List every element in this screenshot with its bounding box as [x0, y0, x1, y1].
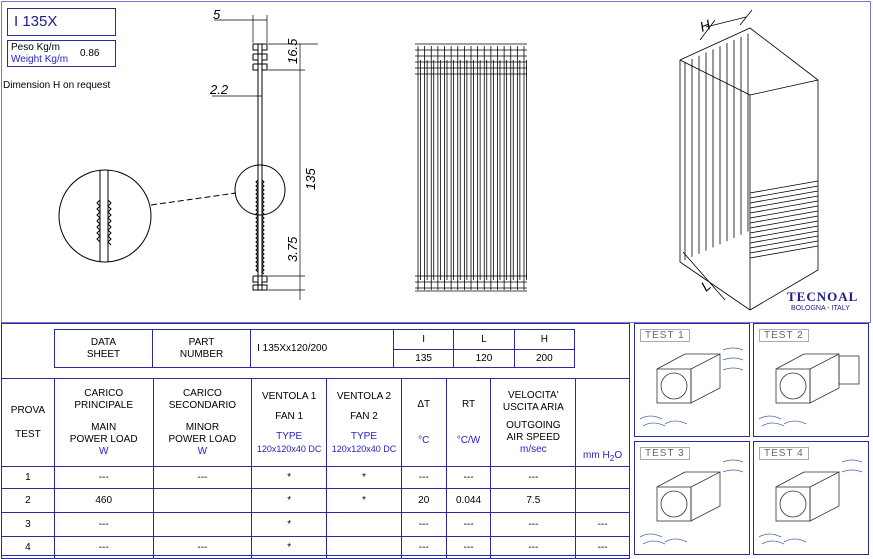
- col-i: I: [392, 329, 455, 350]
- test-label-2: TEST 2: [759, 329, 809, 342]
- profile-drawing: 5 2.2 16.5 135 3.75 H L: [58, 7, 819, 311]
- test-label-4: TEST 4: [759, 447, 809, 460]
- weight-value: 0.86: [80, 48, 100, 59]
- test-panel-3: TEST 3: [634, 441, 750, 555]
- dimension-labels: 5 2.2 16.5 135 3.75: [209, 7, 318, 262]
- fan-heatsink-icon: [758, 459, 863, 545]
- val-l: 120: [453, 349, 515, 368]
- fan2-header: VENTOLA 2 FAN 2 TYPE 120x120x40 DC: [326, 378, 402, 467]
- col-h: H: [513, 329, 576, 350]
- dimension-note: Dimension H on request: [3, 80, 111, 91]
- section-profile: [58, 43, 286, 291]
- test-panel-4: TEST 4: [753, 441, 869, 555]
- fan-heatsink-icon: [758, 353, 860, 427]
- brand-location: BOLOGNA - ITALY: [791, 305, 850, 312]
- iso-l-label: L: [698, 277, 714, 294]
- test-label-3: TEST 3: [640, 447, 690, 460]
- delta-t-header: ΔT °C: [400, 378, 447, 467]
- test-panels: TEST 1 TEST 2 TEST 3: [631, 320, 871, 556]
- front-view: [415, 43, 527, 292]
- dim-bottom: 3.75: [285, 236, 300, 262]
- dim-base: 2.2: [209, 82, 229, 97]
- dim-fin-top: 16.5: [285, 38, 300, 64]
- col-l: L: [453, 329, 515, 350]
- dim-height: 135: [303, 168, 318, 190]
- fan-heatsink-icon: [639, 347, 744, 427]
- rt-header: RT °C/W: [445, 378, 492, 467]
- weight-label-it: Peso Kg/m: [11, 42, 60, 53]
- drawing-frame: [1, 1, 871, 323]
- table-row: 4------ *--- ---------: [1, 536, 630, 559]
- weight-label-en: Weight Kg/m: [11, 54, 69, 65]
- fan1-header: VENTOLA 1 FAN 1 TYPE 120x120x40 DC: [251, 378, 328, 467]
- test-panel-1: TEST 1: [634, 323, 750, 437]
- fan-heatsink-icon: [639, 459, 744, 545]
- weight-box: Peso Kg/m Weight Kg/m 0.86: [7, 40, 116, 67]
- table-row: 1------ **--- ------: [1, 466, 630, 489]
- val-i: 135: [392, 349, 455, 368]
- pressure-header: mm H2O: [575, 378, 630, 467]
- test-label-1: TEST 1: [640, 329, 690, 342]
- part-value: I 135Xx120/200: [250, 329, 394, 368]
- test-panel-2: TEST 2: [753, 323, 869, 437]
- isometric-view: [679, 9, 819, 311]
- product-title: I 135X: [7, 8, 116, 36]
- dimension-lines: [212, 15, 318, 300]
- dim-top: 5: [213, 7, 221, 22]
- val-h: 200: [513, 349, 576, 368]
- brand-logo: TECNOAL: [787, 289, 859, 304]
- table-row: 3--- *--- ---------: [1, 512, 630, 537]
